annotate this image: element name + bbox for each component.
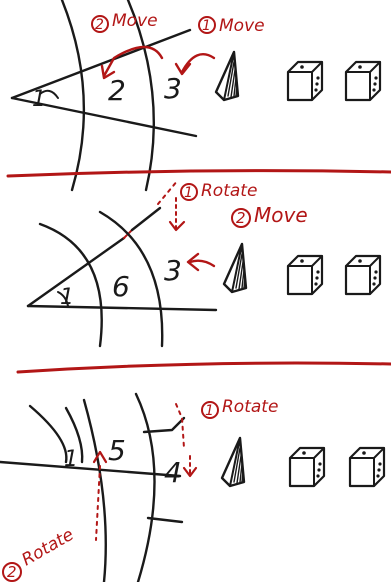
die-icon [288, 256, 322, 294]
panel-2-step-2-text: Move [254, 203, 308, 227]
panel-2-step-1-num: 1 [184, 185, 193, 201]
panel-1-region-c: 3 [164, 72, 182, 105]
pyramid-icon [216, 52, 238, 100]
pyramid-icon [222, 438, 244, 486]
panel-1-step-2: 2 Move [92, 11, 158, 33]
panel-3-step-1: 1 Rotate [202, 397, 278, 419]
panel-1: 1 2 3 1 Move 2 Move [12, 0, 380, 190]
panel-3-step-1-num: 1 [205, 403, 214, 419]
panel-2-step-2-num: 2 [236, 209, 246, 227]
panel-2-region-c: 3 [164, 254, 182, 287]
panel-2-step-1: 1 Rotate [181, 181, 257, 201]
panel-1-step-1-num: 1 [202, 18, 211, 34]
panel-2-step-2: 2 Move [232, 203, 308, 227]
panel-3-step-1-text: Rotate [222, 397, 278, 417]
panel-1-step-2-text: Move [112, 11, 158, 31]
divider-line [18, 363, 391, 372]
panel-3-step-2-num: 2 [7, 563, 17, 581]
die-icon [290, 448, 324, 486]
panel-3-region-b: 5 [108, 434, 126, 467]
panel-3-step-2-text: Rotate [19, 525, 78, 571]
panel-1-region-a: 1 [32, 87, 46, 112]
pyramid-icon [224, 244, 246, 292]
panel-3: 1 5 4 1 Rotate 2 Rotate [0, 394, 384, 582]
panel-1-step-1-text: Move [219, 16, 265, 36]
panel-3-step-2: 2 Rotate [3, 525, 77, 581]
divider-line [8, 171, 391, 176]
panel-2: 1 6 3 1 Rotate 2 Move [28, 180, 380, 346]
panel-2-step-1-text: Rotate [201, 181, 257, 201]
panel-2-region-a: 1 [60, 285, 74, 310]
panel-2-region-b: 6 [112, 270, 130, 303]
panel-1-region-b: 2 [108, 74, 126, 107]
panel-3-region-a: 1 [64, 447, 78, 472]
die-icon [346, 256, 380, 294]
panel-1-step-2-num: 2 [95, 17, 104, 33]
panel-3-region-c: 4 [164, 456, 182, 489]
panel-1-step-1: 1 Move [199, 16, 265, 36]
die-icon [350, 448, 384, 486]
die-icon [288, 62, 322, 100]
die-icon [346, 62, 380, 100]
